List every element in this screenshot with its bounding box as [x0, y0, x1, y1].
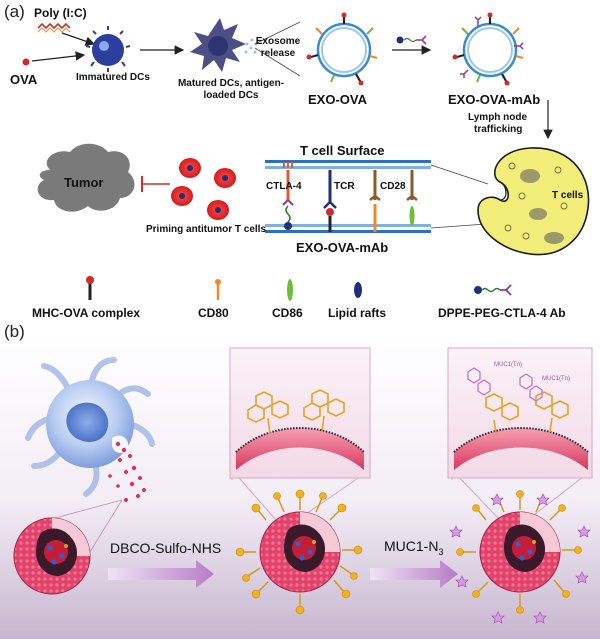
cd28-label: CD28	[380, 181, 406, 192]
priming-label: Priming antitumor T cells	[146, 224, 267, 235]
exosome-mab-icon	[452, 12, 524, 86]
t-cells-label: T cells	[552, 190, 584, 201]
lymph-trafficking-label-1: Lymph node	[468, 112, 528, 123]
muc1-tn-label-1: MUC1(Tn)	[494, 362, 522, 368]
legend-mhc-icon	[86, 276, 94, 300]
legend-cd80-icon	[215, 279, 221, 300]
ova-dot-icon	[22, 58, 30, 66]
lymph-node-icon	[477, 147, 590, 256]
panel-b-tag: (b)	[4, 322, 25, 341]
legend-dppe-icon	[474, 284, 512, 296]
dendritic-cell-icon	[25, 357, 155, 497]
tumor-label: Tumor	[64, 175, 104, 190]
nanoparticle-muc1-icon	[449, 490, 591, 624]
reaction-arrow-1	[108, 560, 214, 588]
exo-ova-label: EXO-OVA	[308, 92, 367, 107]
reagent-dbco-label: DBCO-Sulfo-NHS	[110, 540, 222, 556]
exosome-release-label-1: Exosome	[255, 36, 301, 47]
dc-mature-icon	[190, 18, 258, 72]
legend-cd80-label: CD80	[198, 306, 229, 320]
legend-dppe-label: DPPE-PEG-CTLA-4 Ab	[438, 306, 566, 320]
t-cell-icon	[171, 158, 236, 220]
legend-cd86-label: CD86	[272, 306, 303, 320]
nanoparticle-dbco-icon	[235, 489, 363, 615]
t-cell-surface-label: T cell Surface	[300, 143, 385, 158]
exo-ova-mab-bottom-label: EXO-OVA-mAb	[296, 240, 389, 255]
muc1-tn-label-2: MUC1(Tn)	[542, 376, 570, 382]
legend-lipid-rafts-label: Lipid rafts	[328, 306, 387, 320]
matured-dcs-label-1: Matured DCs, antigen-	[177, 78, 285, 89]
exosome-particles	[108, 441, 146, 502]
immatured-dcs-label: Immatured DCs	[76, 72, 150, 83]
legend-cd86-icon	[287, 279, 293, 301]
t-cell-membrane	[265, 160, 431, 233]
nanoparticle-icon	[13, 517, 91, 595]
dbco-membrane-icon	[235, 389, 365, 470]
legend-mhc-label: MHC-OVA complex	[32, 306, 141, 320]
reaction-arrow-2	[370, 560, 458, 588]
panel-a-tag: (a)	[4, 2, 25, 21]
poly-ic-icon	[37, 22, 71, 33]
exosome-release-label-2: release	[260, 48, 296, 59]
exosome-icon	[306, 12, 378, 86]
tumor-icon	[37, 143, 135, 212]
tcr-label: TCR	[334, 181, 355, 192]
reagent-muc1-label: MUC1-N3	[384, 538, 444, 557]
ctla4-label: CTLA-4	[266, 181, 302, 192]
lymph-trafficking-label-2: trafficking	[474, 124, 523, 135]
matured-dcs-label-2: loaded DCs	[203, 90, 259, 101]
ova-label: OVA	[10, 72, 38, 87]
dc-immature-icon	[85, 26, 131, 72]
poly-ic-label: Poly (I:C)	[34, 6, 87, 20]
exo-ova-mab-label: EXO-OVA-mAb	[448, 92, 541, 107]
legend-lipid-raft-icon	[354, 282, 362, 298]
dppe-peg-ab-icon-small	[396, 35, 427, 45]
muc1-membrane-icon	[453, 367, 589, 470]
